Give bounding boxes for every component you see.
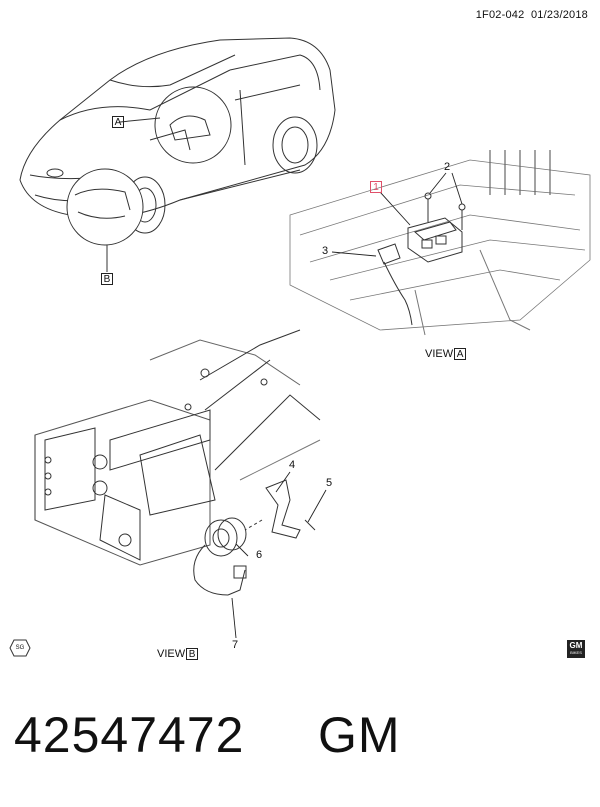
callout-2: 2 — [444, 161, 451, 173]
gm-logo-text: GM — [569, 641, 583, 650]
view-b-label: VIEW B — [157, 648, 199, 660]
sg-badge-text: SG — [15, 645, 25, 651]
leader-lines — [231, 172, 463, 639]
view-b-letter: B — [186, 648, 199, 660]
callout-7: 7 — [232, 639, 239, 651]
drawing-reference: 1F02-042 01/23/2018 — [476, 9, 588, 21]
view-a-letter: A — [454, 348, 467, 360]
car-illustration — [19, 37, 336, 272]
gm-logo-subtext: BIKES — [570, 649, 582, 655]
drawing-date: 01/23/2018 — [530, 9, 588, 21]
brand-name: GM — [318, 707, 401, 763]
callout-4: 4 — [289, 459, 296, 471]
detail-label-a: A — [112, 116, 124, 128]
sg-badge: SG — [10, 638, 30, 658]
detail-label-b: B — [101, 273, 113, 285]
callout-5: 5 — [326, 477, 333, 489]
drawing-code: 1F02-042 — [475, 9, 525, 21]
part-number: 42547472 — [14, 707, 245, 763]
callout-3: 3 — [322, 245, 329, 257]
view-a-label: VIEW A — [425, 348, 467, 360]
view-a-word: VIEW — [425, 348, 454, 360]
gm-logo: GM BIKES — [567, 640, 585, 658]
callout-6: 6 — [256, 549, 263, 561]
view-b-detail — [34, 329, 321, 596]
view-a-detail — [289, 150, 591, 336]
view-b-word: VIEW — [157, 648, 186, 660]
callout-1: 1 — [370, 181, 382, 193]
